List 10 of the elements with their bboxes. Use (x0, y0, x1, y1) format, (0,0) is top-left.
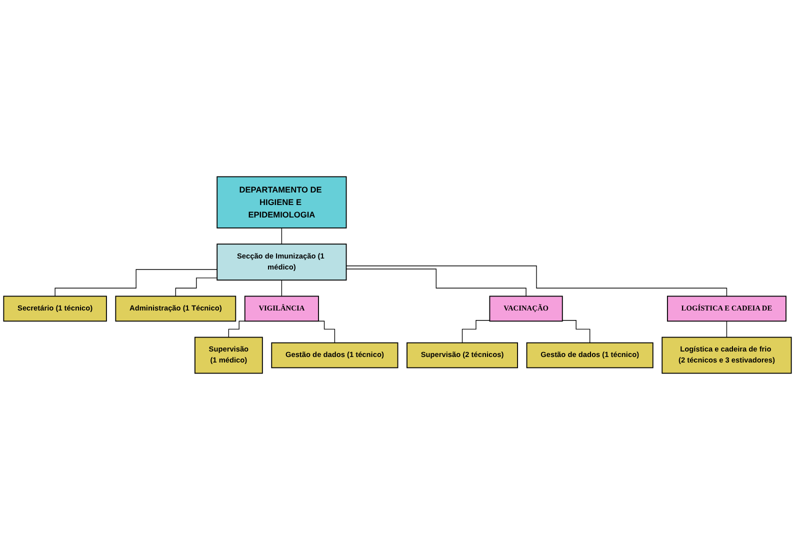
connector (726, 320, 728, 338)
connector (562, 320, 590, 344)
connector (346, 266, 728, 297)
connector (175, 278, 218, 297)
connector (346, 268, 526, 297)
connector (462, 320, 490, 344)
connector (54, 269, 218, 297)
node-box: DEPARTAMENTO DE HIGIENE E EPIDEMIOLOGIA (216, 176, 347, 228)
connector (281, 228, 282, 244)
connector (281, 280, 282, 297)
